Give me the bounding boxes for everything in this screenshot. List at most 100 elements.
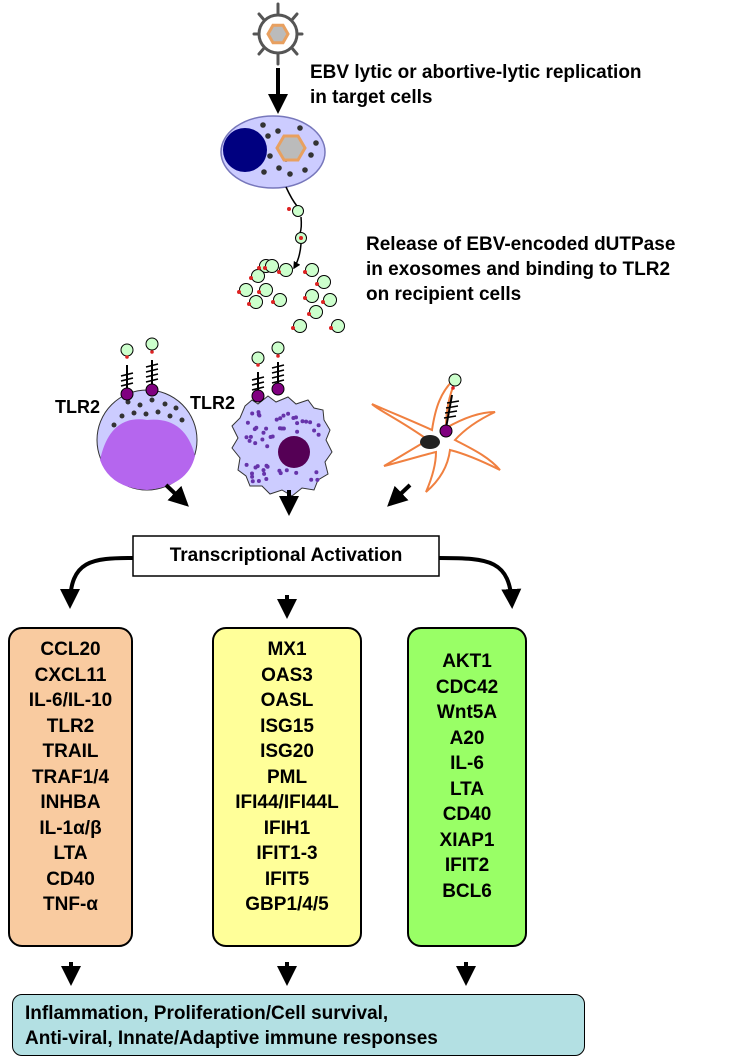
release-caption-line: in exosomes and binding to TLR2 xyxy=(366,259,671,280)
granule xyxy=(314,470,319,475)
granule xyxy=(250,474,255,479)
mast-cell-icon xyxy=(231,341,333,497)
granule xyxy=(316,432,321,437)
arrow-neutrophil-to-activation xyxy=(164,483,189,507)
granule xyxy=(261,468,266,473)
gene-item: OASL xyxy=(260,690,314,711)
gene-item: IL-1α/β xyxy=(39,817,102,839)
outcome-box: Inflammation, Proliferation/Cell surviva… xyxy=(12,994,585,1056)
gene-item: OAS3 xyxy=(261,664,313,686)
granule xyxy=(247,438,252,443)
gene-item: IL-6/IL-10 xyxy=(28,690,113,711)
exosome-vesicle xyxy=(309,305,323,319)
dutpase-cargo xyxy=(237,290,241,294)
exosome-release-path xyxy=(285,186,307,270)
gene-item: TRAF1/4 xyxy=(31,766,110,788)
granule xyxy=(278,416,283,421)
dutpase-cargo xyxy=(291,326,295,330)
dutpase-cargo xyxy=(247,302,251,306)
gene-item: TLR2 xyxy=(46,715,95,737)
granule xyxy=(264,426,269,431)
exosome-cluster-icon xyxy=(237,259,345,333)
granule xyxy=(294,470,299,475)
granule xyxy=(279,426,284,431)
virus-particle-icon xyxy=(252,2,304,66)
gene-item: IFIT5 xyxy=(264,868,310,890)
dutpase-cargo xyxy=(257,290,261,294)
gene-item: CD40 xyxy=(442,804,492,825)
granule xyxy=(312,428,317,433)
exosome-vesicle xyxy=(259,283,273,297)
granule xyxy=(260,437,265,442)
dutpase-cargo xyxy=(329,326,333,330)
granule xyxy=(261,430,266,435)
dutpase-cargo xyxy=(303,270,307,274)
dutpase-cargo xyxy=(321,300,325,304)
gene-item: ISG20 xyxy=(260,741,314,762)
gene-item: CXCL11 xyxy=(34,664,107,686)
gene-item: CDC42 xyxy=(435,676,499,698)
gene-item: MX1 xyxy=(267,639,307,660)
gene-item: A20 xyxy=(449,727,485,749)
exosome-vesicle xyxy=(293,319,307,333)
granule xyxy=(291,416,296,420)
gene-item: BCL6 xyxy=(442,880,492,902)
dendritic-cell-icon xyxy=(371,373,501,493)
outcome-line: Anti-viral, Innate/Adaptive immune respo… xyxy=(25,1028,438,1049)
exosome-vesicle xyxy=(265,259,279,273)
granule xyxy=(250,471,254,476)
granule xyxy=(316,423,321,428)
granule xyxy=(286,411,291,416)
gene-item: IFI44/IFI44L xyxy=(235,792,339,813)
granule xyxy=(244,462,249,467)
gene-item: INHBA xyxy=(40,792,101,813)
arrow-to-right-column xyxy=(438,556,522,609)
tlr2-label-mastcell: TLR2 xyxy=(190,393,235,413)
infected-cell-icon xyxy=(220,115,326,189)
gene-item: Wnt5A xyxy=(436,702,498,723)
granule xyxy=(309,477,314,482)
release-caption-line: Release of EBV-encoded dUTPase xyxy=(366,234,676,255)
release-caption-line: on recipient cells xyxy=(366,284,522,305)
gene-item: CCL20 xyxy=(40,639,101,660)
dutpase-cargo xyxy=(277,270,281,274)
exosome-vesicle xyxy=(323,293,337,307)
gene-item: PML xyxy=(266,766,308,788)
granule xyxy=(245,420,250,425)
exosome-vesicle xyxy=(331,319,345,333)
dutpase-cargo xyxy=(263,266,267,270)
gene-item: TNF-α xyxy=(43,894,98,915)
tlr2-label-neutrophil: TLR2 xyxy=(55,397,100,417)
exosome-vesicle xyxy=(305,289,319,303)
gene-item: LTA xyxy=(53,843,88,864)
granule xyxy=(295,429,300,434)
granule xyxy=(295,421,300,426)
granule xyxy=(264,463,269,468)
replication-caption-line: in target cells xyxy=(310,87,433,108)
exosome-vesicle xyxy=(239,283,253,297)
granule xyxy=(278,471,283,476)
exosome-vesicle xyxy=(279,263,293,277)
exosome-vesicle xyxy=(317,275,331,289)
gene-item: LTA xyxy=(449,778,485,800)
exosome-vesicle xyxy=(305,263,319,277)
gene-item: GBP1/4/5 xyxy=(245,894,329,915)
dutpase-cargo xyxy=(315,282,319,286)
granule xyxy=(304,419,309,424)
neutrophil-cell-icon xyxy=(96,337,198,491)
gene-item: TRAIL xyxy=(42,741,99,762)
dutpase-cargo xyxy=(307,312,311,316)
granule xyxy=(268,435,273,439)
granule xyxy=(253,441,258,446)
release-caption: Release of EBV-encoded dUTPase in exosom… xyxy=(366,232,675,307)
gene-item: CD40 xyxy=(46,868,95,890)
granule xyxy=(244,435,249,440)
granule xyxy=(264,477,269,481)
granule xyxy=(256,410,261,415)
granule xyxy=(300,419,305,424)
granule xyxy=(248,434,253,439)
